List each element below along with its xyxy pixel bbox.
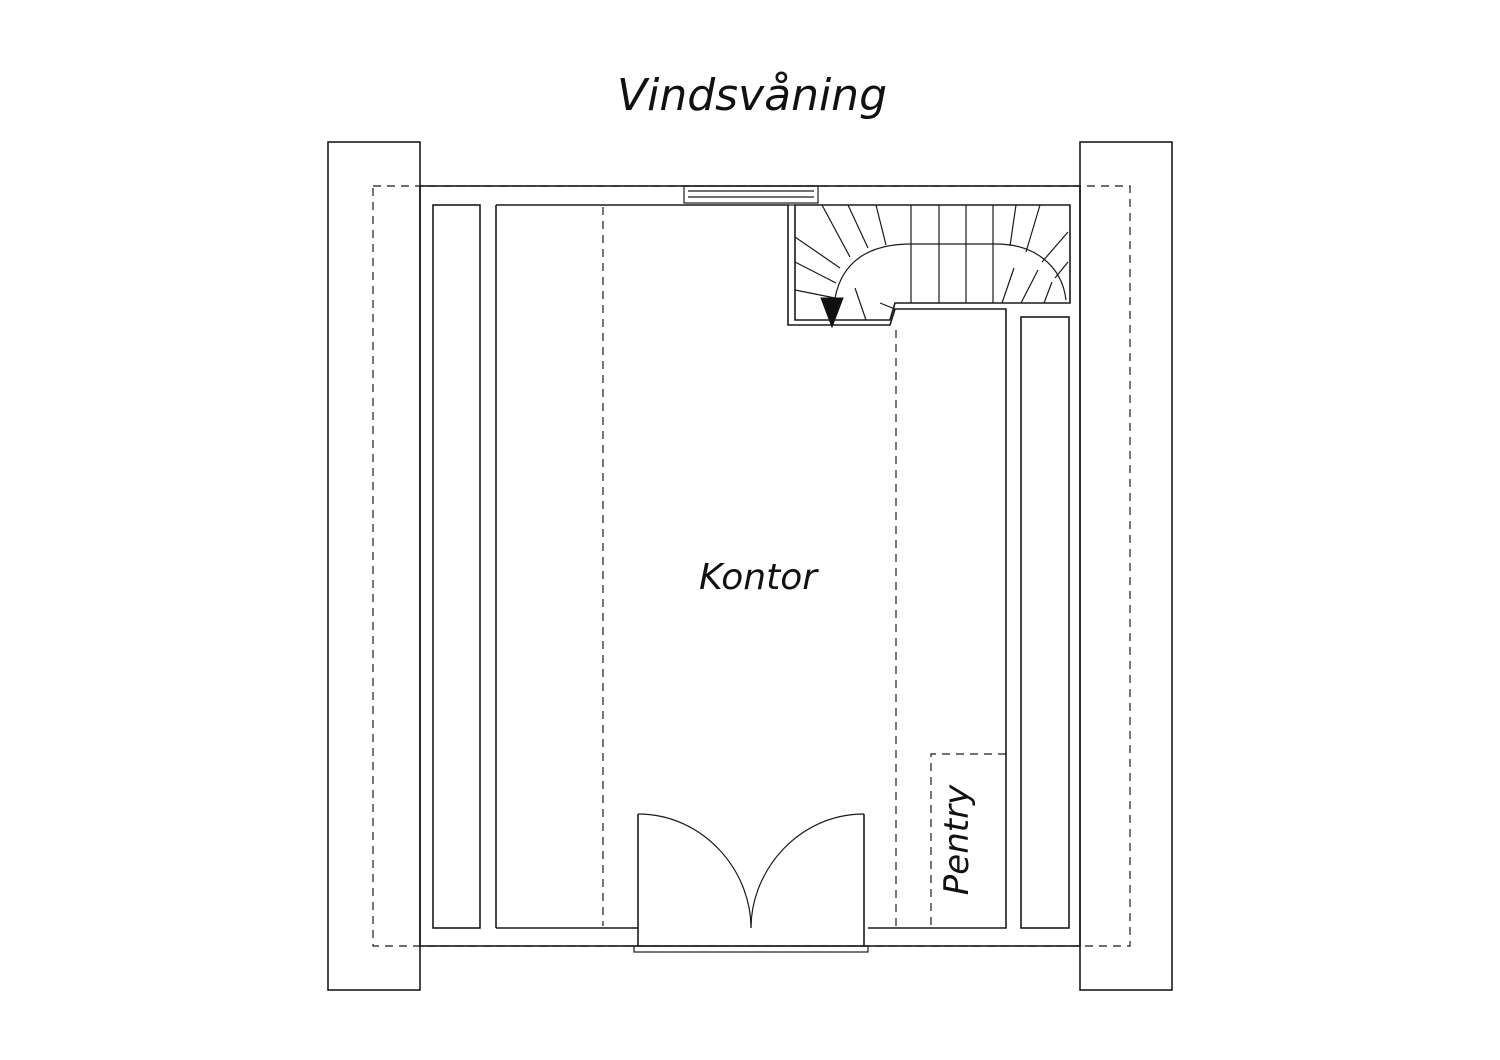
- right-storage: [1020, 316, 1070, 929]
- kitchenette-outline: [930, 753, 1006, 926]
- stair-direction-arrow: [820, 297, 844, 329]
- entrance-double-door: [633, 813, 869, 953]
- left-outer-column: [327, 141, 421, 991]
- roof-window: [683, 185, 819, 204]
- left-storage: [432, 204, 481, 929]
- office-room-wall: [496, 204, 1007, 929]
- room-label-office: Kontor: [699, 557, 819, 598]
- right-outer-column: [1079, 141, 1173, 991]
- staircase: [788, 204, 1071, 321]
- plan-title: Vindsvåning: [617, 70, 887, 121]
- room-label-kitchenette: Pentry: [937, 784, 977, 895]
